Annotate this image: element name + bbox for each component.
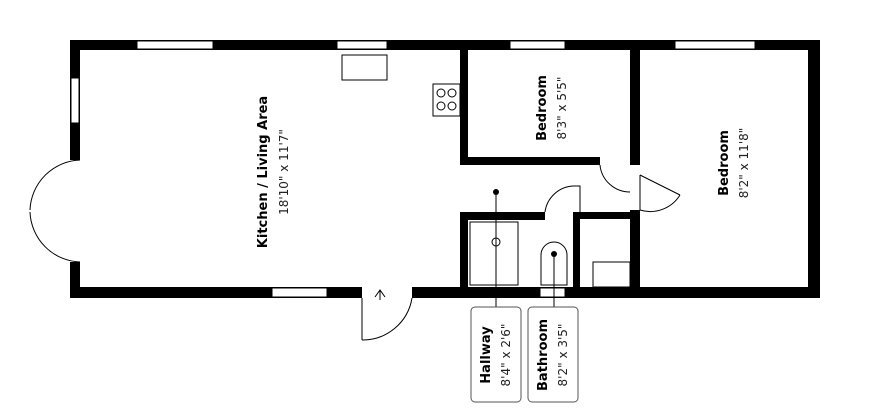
toilet — [540, 241, 568, 286]
bathroom-label-box — [527, 306, 579, 403]
room-dims: 18'10" x 11'7" — [277, 129, 291, 215]
room-name: Kitchen / Living Area — [256, 96, 271, 248]
windows — [70, 40, 756, 298]
room-dims: 8'4" x 2'6" — [499, 324, 513, 387]
room-name: Bedroom — [717, 130, 732, 196]
walls — [70, 40, 820, 298]
room-dims: 8'3" x 5'5" — [555, 77, 569, 140]
basin — [592, 261, 631, 288]
hob — [432, 83, 461, 117]
kitchen-sink — [341, 54, 388, 81]
room-dims: 8'2" x 3'5" — [556, 324, 570, 387]
room-name: Bedroom — [535, 75, 550, 141]
room-labels: Kitchen / Living Area 18'10" x 11'7" Bed… — [256, 75, 751, 391]
doors — [29, 159, 681, 341]
fixtures — [341, 54, 631, 300]
room-dims: 8'2" x 11'8" — [737, 128, 751, 199]
shower — [469, 221, 519, 286]
room-name: Bathroom — [536, 319, 551, 391]
room-name: Hallway — [479, 326, 494, 384]
hallway-label-box — [470, 306, 522, 403]
leaders — [470, 189, 579, 403]
